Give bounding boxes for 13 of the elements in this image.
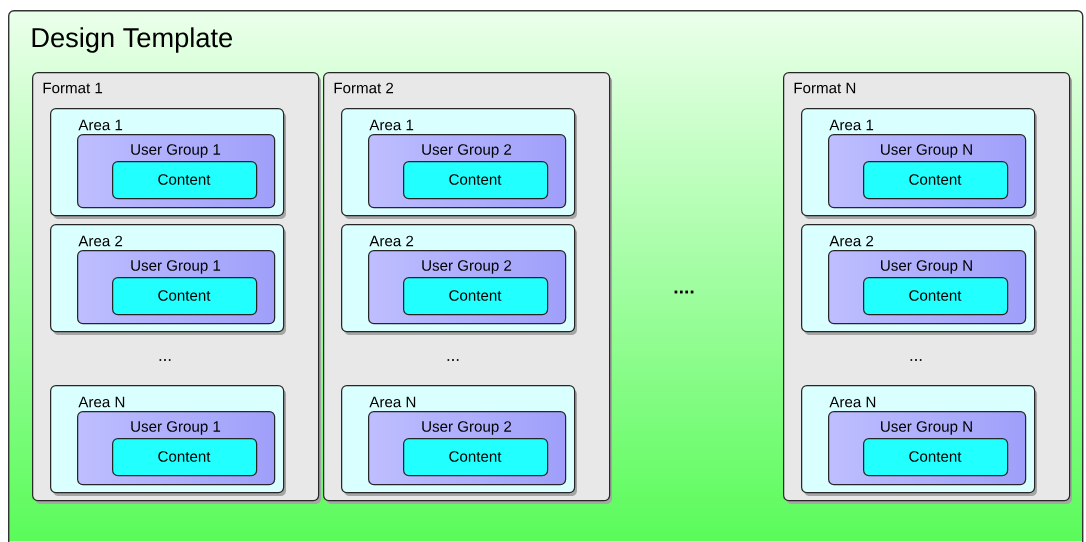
ellipsis: ... bbox=[910, 359, 922, 361]
content-box: Content bbox=[403, 438, 549, 477]
ellipsis: ... bbox=[159, 359, 171, 361]
content-box: Content bbox=[403, 161, 549, 200]
content-box: Content bbox=[112, 438, 258, 477]
content-box: Content bbox=[112, 277, 258, 316]
ellipsis: .... bbox=[674, 290, 694, 294]
content-box: Content bbox=[863, 438, 1009, 477]
ellipsis: ... bbox=[447, 359, 459, 361]
content-box: Content bbox=[863, 161, 1009, 200]
content-box: Content bbox=[863, 277, 1009, 316]
content-box: Content bbox=[403, 277, 549, 316]
content-box: Content bbox=[112, 161, 258, 200]
